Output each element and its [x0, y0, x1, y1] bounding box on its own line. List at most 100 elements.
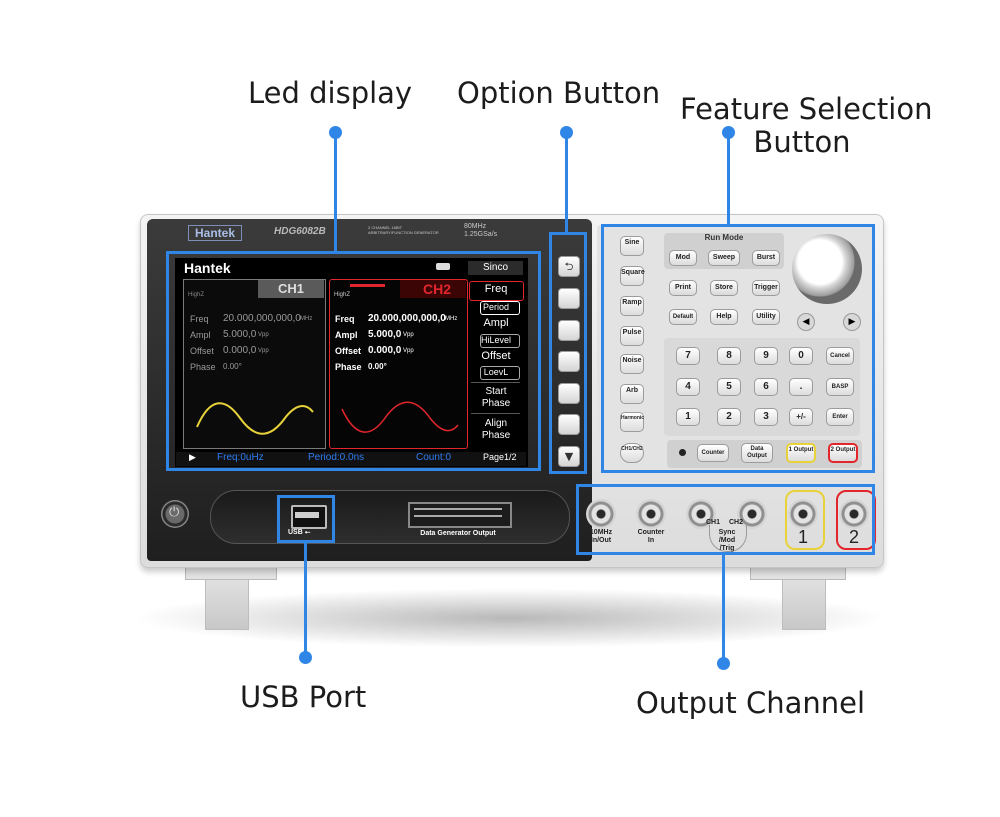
noise-key[interactable]: Noise [620, 354, 644, 374]
key-2[interactable]: 2 [717, 408, 741, 426]
ch1-panel [183, 279, 326, 449]
device-model: HDG6082B [274, 226, 326, 237]
default-key[interactable]: Default [669, 309, 697, 325]
menu-start-phase[interactable]: Start Phase [470, 386, 522, 410]
output-channel-line [722, 554, 725, 662]
wave-name-box [468, 261, 523, 275]
option-button-4[interactable] [558, 383, 580, 404]
rotary-knob[interactable] [792, 234, 862, 304]
ch1-ampl-label: Ampl [190, 330, 211, 340]
sync-line1: Sync [718, 529, 736, 536]
ch2-phase-value: 0.00° [368, 362, 387, 371]
trigger-key[interactable]: Trigger [752, 280, 780, 296]
option-button-5[interactable] [558, 414, 580, 435]
bnc-counter-in[interactable] [636, 499, 666, 529]
device-spec-line2: 1.25GSa/s [464, 231, 498, 238]
ch1-tab [258, 280, 324, 298]
sweep-key[interactable]: Sweep [708, 250, 740, 266]
device-shadow [130, 588, 890, 648]
arb-key[interactable]: Arb [620, 384, 644, 404]
square-key[interactable]: Square [620, 266, 645, 286]
ch1-ch2-switch-key[interactable]: CH1/CH2 [620, 443, 644, 463]
ch2-freq-unit: MHz [445, 316, 458, 322]
bnc-ch1-label: CH1 [706, 519, 721, 526]
bnc-ch2-sync[interactable] [737, 499, 767, 529]
plus-minus-key[interactable]: +/- [789, 408, 813, 426]
option-button-highlight [549, 232, 587, 474]
output-channel-dot [717, 657, 730, 670]
left-arrow-icon[interactable]: ◀ [797, 313, 815, 331]
option-button-1[interactable] [558, 288, 580, 309]
bnc-output-1[interactable] [788, 499, 818, 529]
callout-feature-selection: Feature Selection Button [680, 92, 932, 159]
menu-freq[interactable]: Freq [484, 283, 508, 295]
burst-key[interactable]: Burst [752, 250, 780, 266]
ch1-output-key[interactable]: 1 Output [786, 443, 816, 463]
key-9[interactable]: 9 [754, 347, 778, 365]
menu-lolevel[interactable]: LoevL [483, 367, 509, 377]
output-channel-highlight [576, 484, 875, 555]
option-button-down[interactable]: ▼ [558, 446, 580, 467]
menu-hilevel[interactable]: HiLevel [480, 335, 511, 345]
key-1[interactable]: 1 [676, 408, 700, 426]
bnc-10mhz-line2: In/Out [590, 537, 612, 544]
menu-freq-box[interactable] [469, 281, 524, 301]
help-key[interactable]: Help [710, 309, 738, 325]
key-6[interactable]: 6 [754, 378, 778, 396]
menu-ampl[interactable]: Ampl [483, 317, 509, 329]
led-display-line [334, 132, 337, 252]
screen-brand: Hantek [184, 260, 231, 276]
key-7[interactable]: 7 [676, 347, 700, 365]
menu-period[interactable]: Period [482, 302, 509, 312]
usb-port-tongue [295, 512, 319, 518]
ch1-phase-label: Phase [190, 362, 216, 372]
menu-offset[interactable]: Offset [481, 350, 511, 362]
ch1-ampl-value: 5.000,0 [223, 329, 257, 340]
harmonic-key[interactable]: Harmonic [620, 412, 644, 432]
ch2-ampl-unit: Vpp [403, 332, 414, 338]
device-desc-line2: ARBITRARY/FUNCTION GENERATOR [368, 230, 439, 235]
callout-led-display: Led display [248, 76, 413, 110]
option-button-2[interactable] [558, 320, 580, 341]
ch2-output-key[interactable]: 2 Output [828, 443, 858, 463]
key-3[interactable]: 3 [754, 408, 778, 426]
utility-key[interactable]: Utility [752, 309, 780, 325]
counter-key[interactable]: Counter [697, 444, 729, 462]
usb-port-line [304, 542, 307, 656]
menu-start-line1: Start [485, 386, 507, 397]
backspace-key[interactable]: BASP [826, 378, 854, 396]
sync-line3: /Trig [719, 545, 735, 552]
menu-align-phase[interactable]: Align Phase [470, 418, 522, 442]
right-arrow-icon[interactable]: ▶ [843, 313, 861, 331]
key-0[interactable]: 0 [789, 347, 813, 365]
option-button-return[interactable]: ⮌ [558, 256, 580, 277]
enter-key[interactable]: Enter [826, 408, 854, 426]
power-button[interactable] [161, 500, 189, 528]
run-mode-title: Run Mode [704, 233, 744, 242]
pulse-key[interactable]: Pulse [620, 326, 644, 346]
key-8[interactable]: 8 [717, 347, 741, 365]
bnc-10mhz[interactable] [586, 499, 616, 529]
ch2-offset-value: 0.000,0 [368, 345, 402, 356]
mod-key[interactable]: Mod [669, 250, 697, 266]
bnc-counter-line2: In [647, 537, 655, 544]
bnc-10mhz-label: 10MHz In/Out [580, 529, 622, 545]
ch1-offset-unit: Vpp [258, 348, 269, 354]
option-button-3[interactable] [558, 351, 580, 372]
key-4[interactable]: 4 [676, 378, 700, 396]
bnc-output-2[interactable] [839, 499, 869, 529]
bnc-ch2-label: CH2 [729, 519, 744, 526]
ramp-key[interactable]: Ramp [620, 296, 644, 316]
data-output-key[interactable]: Data Output [741, 443, 773, 463]
output-1-number: 1 [797, 527, 808, 547]
device-top-strip: Hantek HDG6082B 2 CHANNEL 16BIT ARBITRAR… [182, 223, 517, 243]
bnc-ch1-sync[interactable] [686, 499, 716, 529]
sine-key[interactable]: Sine [620, 236, 644, 256]
cancel-key[interactable]: Cancel [826, 347, 854, 365]
store-key[interactable]: Store [710, 280, 738, 296]
print-key[interactable]: Print [669, 280, 697, 296]
key-5[interactable]: 5 [717, 378, 741, 396]
ch2-waveform [341, 401, 459, 433]
key-dot[interactable]: . [789, 378, 813, 396]
ch2-mode: HighZ [334, 292, 351, 298]
